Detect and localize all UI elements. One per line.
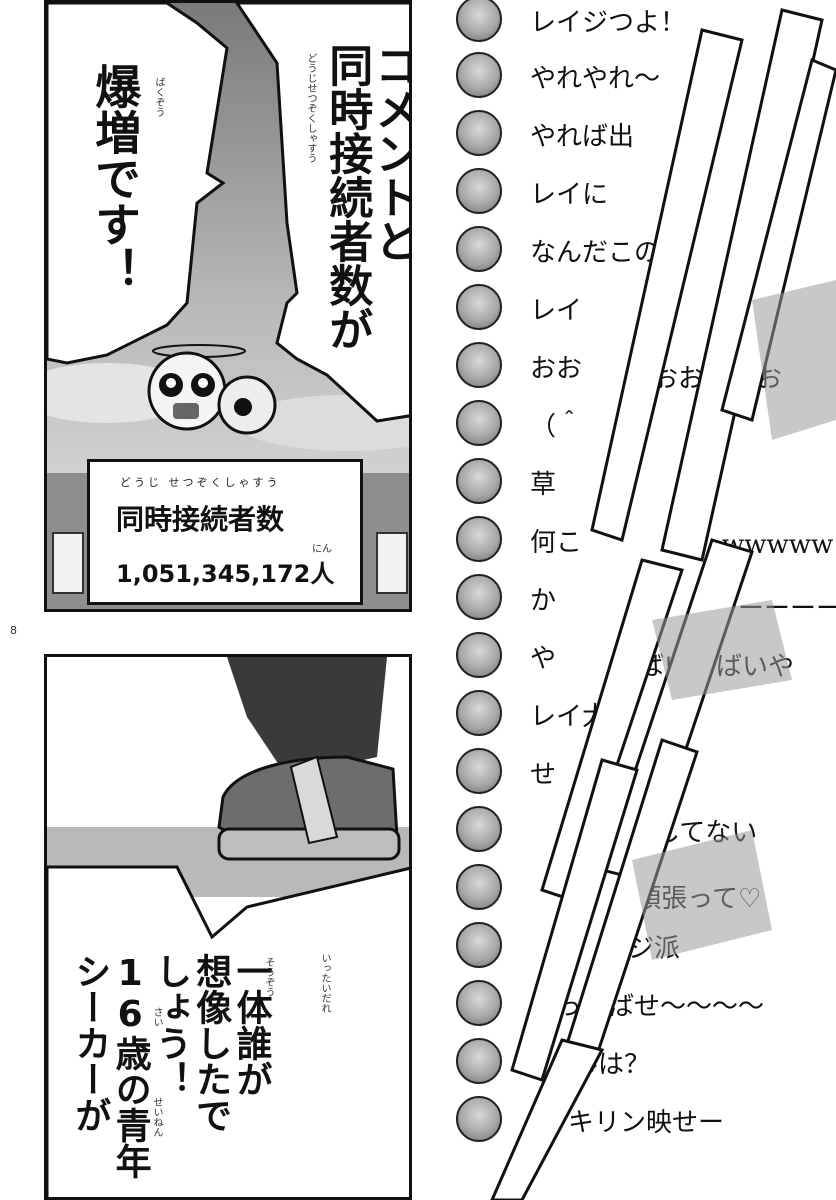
avatar: [456, 284, 502, 330]
ruby-seinen: せいねん: [151, 1097, 162, 1137]
ruby-souzou: そうぞう: [263, 957, 274, 997]
chat-comment: なんだこの: [530, 238, 661, 268]
avatar: [456, 342, 502, 388]
chat-row: イジ派: [452, 916, 836, 974]
chat-comment: おお: [530, 354, 583, 384]
avatar: [456, 1096, 502, 1142]
chat-comment: や: [530, 644, 557, 674]
chat-fragment: やばいやばいや: [612, 652, 795, 682]
counter-label: 同時接続者数: [116, 503, 285, 536]
avatar: [456, 574, 502, 620]
chat-comment: キリン映せー: [568, 1108, 725, 1138]
avatar: [456, 632, 502, 678]
chat-row: （＾: [452, 394, 836, 452]
chat-row: キリン映せー: [452, 1090, 836, 1148]
top-manga-panel: コメントと 同時接続者数が どうじせつぞくしゃすう 爆増です！ ばくぞう どうじ…: [44, 0, 412, 612]
chat-row: や: [452, 626, 836, 684]
chat-comment: 草: [530, 470, 557, 500]
live-chat-stream: レイジつよ！ やれやれ〜 やれば出 レイに なんだこの レイ おお （＾ 草 何…: [452, 0, 836, 1200]
chat-comment: やれやれ〜: [530, 64, 661, 94]
chat-row: レイに: [452, 162, 836, 220]
narration-right-ruby: どうじせつぞくしゃすう: [305, 53, 316, 163]
chat-comment: イ: [570, 876, 597, 906]
chat-row: やれば出: [452, 104, 836, 162]
chat-comment: か: [530, 586, 557, 616]
chat-row: 気出してない: [452, 800, 836, 858]
chat-comment: やれば出: [530, 122, 635, 152]
chat-row: やれやれ〜: [452, 46, 836, 104]
avatar: [456, 400, 502, 446]
chat-row: 何こ: [452, 510, 836, 568]
chat-comment: 気出してない: [602, 818, 758, 848]
chat-row: せ: [452, 742, 836, 800]
chat-comment: せ: [530, 760, 557, 790]
chat-fragment: ーーーーー: [712, 594, 836, 624]
bottom-panel-art: [47, 657, 409, 1197]
avatar: [456, 168, 502, 214]
ruby-ittaidare: いったいだれ: [319, 953, 330, 1013]
viewer-counter-box: どうじ せつぞくしゃすう 同時接続者数 にん 1,051,345,172人: [87, 459, 363, 605]
avatar: [456, 806, 502, 852]
avatar: [456, 864, 502, 910]
chat-comment: っ飛ばせ〜〜〜〜: [556, 992, 765, 1022]
avatar: [456, 1038, 502, 1084]
chat-fragment: おおおおお: [652, 364, 783, 394]
avatar: [456, 922, 502, 968]
chat-comment: ルは？: [572, 1050, 651, 1080]
chat-comment: イジ派: [602, 934, 681, 964]
chat-comment: レイに: [530, 180, 609, 210]
avatar: [456, 980, 502, 1026]
avatar: [456, 52, 502, 98]
counter-ruby: どうじ せつぞくしゃすう: [120, 476, 281, 489]
chat-fragment: ♡頑張って♡: [612, 884, 762, 914]
chat-row: 草: [452, 452, 836, 510]
chat-row: おお: [452, 336, 836, 394]
robot-drone-icon: [147, 344, 277, 435]
chat-comment: レイジつよ！: [530, 8, 687, 38]
chat-row: レイ大: [452, 684, 836, 742]
chat-fragment: ？: [652, 710, 679, 740]
narration-left-ruby: ばくぞう: [153, 77, 164, 117]
chat-comment: 何こ: [530, 528, 583, 558]
chat-comment: レイ大: [530, 702, 609, 732]
chat-row: なんだこの: [452, 220, 836, 278]
chat-comment: レイ: [530, 296, 583, 326]
chat-comment: （＾: [530, 412, 583, 442]
platform-shoe-icon: [217, 657, 401, 861]
avatar: [456, 110, 502, 156]
avatar: [456, 690, 502, 736]
chat-row: っ飛ばせ〜〜〜〜: [452, 974, 836, 1032]
narration-right: コメントと 同時接続者数が: [321, 43, 412, 351]
page-number: 8: [10, 624, 17, 637]
narration-left: 爆増です！: [88, 63, 143, 293]
bottom-narration: 一体誰が 想像したで しょう！ 16歳の青年 シーカーが: [69, 953, 272, 1179]
avatar: [456, 516, 502, 562]
avatar: [456, 458, 502, 504]
counter-unit-ruby: にん: [312, 544, 332, 555]
counter-value: 1,051,345,172人: [116, 560, 335, 588]
chat-row: レイジつよ！: [452, 0, 836, 48]
chat-fragment: wwwww: [722, 530, 834, 560]
ruby-sai: さい: [151, 1007, 162, 1027]
avatar: [456, 0, 502, 42]
bottom-manga-panel: 一体誰が 想像したで しょう！ 16歳の青年 シーカーが いったいだれ そうぞう…: [44, 654, 412, 1200]
avatar: [456, 748, 502, 794]
avatar: [456, 226, 502, 272]
chat-row: レイ: [452, 278, 836, 336]
chat-row: ルは？: [452, 1032, 836, 1090]
